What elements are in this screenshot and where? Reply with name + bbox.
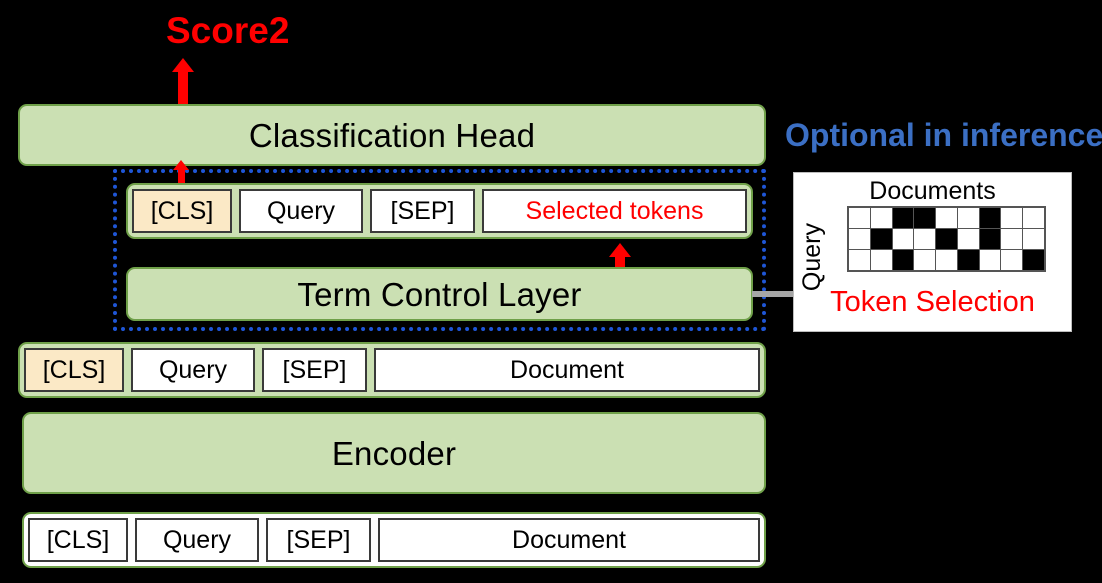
encoder-label: Encoder [331, 434, 457, 472]
upper-token-strip: [CLS] Query [SEP] Selected tokens [126, 183, 753, 239]
middle-token-query[interactable]: Query [131, 348, 255, 392]
upper-token-selected-tokens-label: Selected tokens [525, 196, 704, 225]
upper-token-sep[interactable]: [SEP] [370, 189, 475, 233]
matrix-cell [979, 208, 1001, 228]
matrix-cell [1001, 229, 1023, 249]
upper-token-query[interactable]: Query [239, 189, 363, 233]
matrix-cell [892, 229, 914, 249]
middle-token-query-label: Query [158, 355, 228, 384]
middle-token-cls-label: [CLS] [42, 355, 106, 384]
bottom-token-sep-label: [SEP] [286, 525, 351, 554]
bottom-token-query[interactable]: Query [135, 518, 259, 562]
middle-token-sep-label: [SEP] [282, 355, 347, 384]
optional-in-inference-label: Optional in inference [785, 117, 1102, 153]
token-selection-caption: Token Selection [830, 286, 1035, 318]
bottom-token-cls[interactable]: [CLS] [28, 518, 128, 562]
matrix-cell [957, 250, 979, 270]
token-selection-documents-axis-label: Documents [869, 177, 996, 205]
matrix-cell [1001, 208, 1023, 228]
matrix-cell [914, 250, 936, 270]
upper-token-cls-label: [CLS] [150, 196, 214, 225]
matrix-cell [936, 250, 957, 270]
matrix-cell [979, 250, 1001, 270]
matrix-cell [870, 208, 892, 228]
matrix-cell [936, 208, 957, 228]
upper-token-cls[interactable]: [CLS] [132, 189, 232, 233]
classification-head-label: Classification Head [248, 116, 536, 154]
upper-token-selected-tokens[interactable]: Selected tokens [482, 189, 747, 233]
middle-token-document[interactable]: Document [374, 348, 760, 392]
upper-token-sep-label: [SEP] [390, 196, 455, 225]
arrow-tcl-to-selected-tokens [608, 243, 634, 272]
token-selection-matrix [847, 206, 1046, 272]
bottom-token-sep[interactable]: [SEP] [266, 518, 371, 562]
matrix-cell [892, 208, 914, 228]
matrix-cell [914, 208, 936, 228]
matrix-cell [892, 250, 914, 270]
middle-token-document-label: Document [510, 355, 624, 384]
term-control-layer-label: Term Control Layer [297, 275, 582, 313]
middle-token-sep[interactable]: [SEP] [262, 348, 367, 392]
encoder-box[interactable]: Encoder [22, 412, 766, 494]
bottom-token-document[interactable]: Document [378, 518, 760, 562]
classification-head-box[interactable]: Classification Head [18, 104, 766, 166]
matrix-cell [849, 208, 870, 228]
matrix-cell [957, 229, 979, 249]
arrow-cls-to-head [173, 160, 192, 183]
term-control-layer-box[interactable]: Term Control Layer [126, 267, 753, 321]
matrix-cell [1023, 250, 1044, 270]
matrix-cell [914, 229, 936, 249]
token-selection-card: Documents Query Token Selection [793, 172, 1072, 332]
upper-token-query-label: Query [266, 196, 336, 225]
bottom-token-strip: [CLS] Query [SEP] Document [22, 512, 766, 568]
matrix-cell [957, 208, 979, 228]
matrix-cell [979, 229, 1001, 249]
matrix-cell [936, 229, 957, 249]
connector-tcl-to-token-selection [752, 291, 800, 297]
bottom-token-document-label: Document [512, 525, 626, 554]
matrix-cell [1001, 250, 1023, 270]
middle-token-strip: [CLS] Query [SEP] Document [18, 342, 766, 398]
matrix-cell [870, 250, 892, 270]
token-selection-query-axis-label: Query [798, 223, 826, 292]
score2-label: Score2 [166, 10, 290, 51]
arrow-head-to-score [170, 58, 196, 106]
bottom-token-cls-label: [CLS] [46, 525, 110, 554]
middle-token-cls[interactable]: [CLS] [24, 348, 124, 392]
matrix-cell [870, 229, 892, 249]
matrix-cell [849, 229, 870, 249]
bottom-token-query-label: Query [162, 525, 232, 554]
matrix-cell [1023, 208, 1044, 228]
matrix-cell [849, 250, 870, 270]
matrix-cell [1023, 229, 1044, 249]
